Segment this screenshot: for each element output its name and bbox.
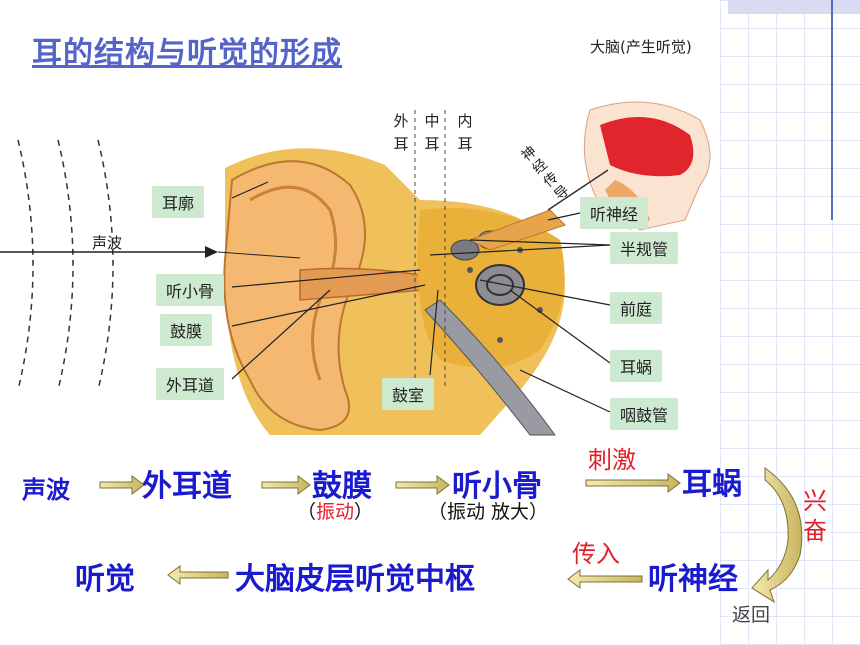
label-ear-canal: 外耳道: [156, 368, 225, 400]
label-tympanic-cavity: 鼓室: [382, 378, 435, 410]
back-link[interactable]: 返回: [732, 604, 771, 626]
eardrum-note: （振动）: [297, 501, 374, 523]
label-cochlea: 耳蜗: [610, 350, 663, 382]
label-vestibule: 前庭: [610, 292, 663, 324]
middle-ear-section-label: 中耳: [424, 112, 440, 153]
ear-illustration: [0, 101, 711, 436]
ossicles-note: （振动 放大）: [428, 501, 549, 523]
flow-sound-wave: 声波: [22, 476, 70, 504]
corner-bar: [728, 0, 860, 14]
label-ossicles: 听小骨: [156, 274, 225, 306]
label-auditory-nerve: 听神经: [580, 197, 649, 229]
label-pinna: 耳廓: [152, 186, 205, 218]
flow-cochlea: 耳蜗: [682, 467, 742, 502]
label-eustachian-tube: 咽鼓管: [610, 398, 679, 430]
flow-hearing: 听觉: [75, 562, 135, 597]
outer-ear-section-label: 外耳: [393, 112, 409, 153]
inner-ear-section-label: 内耳: [457, 112, 473, 153]
flow-auditory-nerve: 听神经: [648, 562, 738, 597]
label-semicircular-canals: 半规管: [610, 232, 679, 264]
excite-label: 兴奋: [803, 487, 827, 545]
brain-label: 大脑(产生听觉): [590, 38, 692, 56]
flow-auditory-cortex: 大脑皮层听觉中枢: [235, 562, 475, 597]
stimulate-label: 刺激: [588, 446, 636, 474]
page-title: 耳的结构与听觉的形成: [32, 36, 342, 71]
transmit-label: 传入: [572, 540, 620, 568]
flow-ossicles: 听小骨: [452, 469, 542, 504]
eardrum-note-vibration: 振动: [316, 501, 355, 523]
flow-ear-canal: 外耳道: [142, 469, 232, 504]
background-grid: [720, 0, 860, 645]
accent-line: [831, 0, 833, 220]
label-eardrum: 鼓膜: [160, 314, 213, 346]
sound-wave-label: 声波: [92, 234, 123, 252]
flow-eardrum: 鼓膜: [312, 469, 372, 504]
